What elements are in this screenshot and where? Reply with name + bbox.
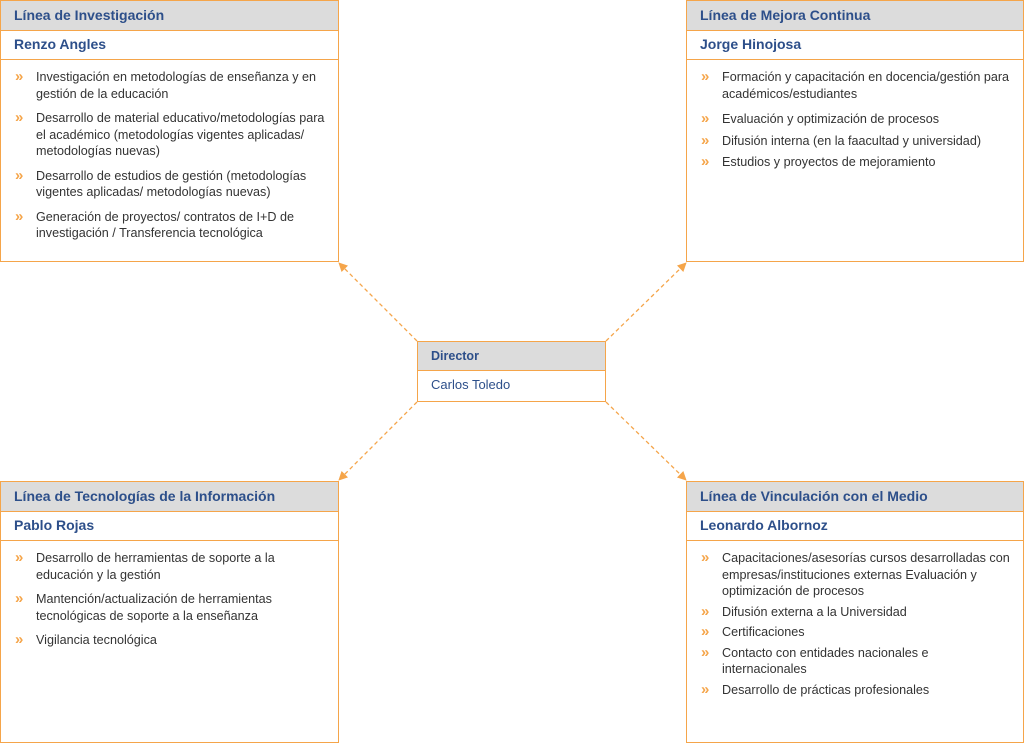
responsibility-list: » Formación y capacitación en docencia/ge… — [687, 60, 1023, 171]
list-item: » Formación y capacitación en docencia/ge… — [701, 68, 1011, 102]
chevron-right-icon: » — [701, 680, 710, 698]
line-lead: Pablo Rojas — [1, 512, 338, 541]
chevron-right-icon: » — [15, 68, 24, 85]
list-item: » Desarrollo de herramientas de soporte a… — [15, 549, 326, 583]
chevron-right-icon: » — [701, 68, 710, 85]
list-item-text: Evaluación y optimización de procesos — [722, 112, 940, 126]
list-item: » Vigilancia tecnológica — [15, 631, 326, 649]
line-box-tecnologias: Línea de Tecnologías de la Información P… — [0, 481, 339, 743]
list-item: » Capacitaciones/asesorías cursos desarro… — [701, 549, 1011, 600]
arrow-to-investigacion — [338, 262, 418, 342]
chevron-right-icon: » — [701, 549, 710, 566]
line-lead: Leonardo Albornoz — [687, 512, 1023, 541]
director-title: Director — [418, 342, 605, 371]
chevron-right-icon: » — [701, 623, 710, 640]
chevron-right-icon: » — [15, 590, 24, 607]
line-title: Línea de Vinculación con el Medio — [687, 482, 1023, 512]
list-item: » Investigación en metodologías de enseña… — [15, 68, 326, 102]
line-lead: Jorge Hinojosa — [687, 31, 1023, 60]
line-box-vinculacion: Línea de Vinculación con el Medio Leonar… — [686, 481, 1024, 743]
list-item-text: Formación y capacitación en docencia/ges… — [722, 70, 1010, 101]
list-item-text: Estudios y proyectos de mejoramiento — [722, 155, 936, 169]
list-item: » Mantención/actualización de herramienta… — [15, 590, 326, 624]
chevron-right-icon: » — [701, 643, 710, 661]
chevron-right-icon: » — [701, 110, 710, 127]
list-item: » Generación de proyectos/ contratos de I… — [15, 207, 326, 242]
list-item: » Difusión externa a la Universidad — [701, 602, 1011, 621]
arrow-to-vinculacion — [605, 401, 687, 481]
chevron-right-icon: » — [15, 109, 24, 126]
line-lead: Renzo Angles — [1, 31, 338, 60]
list-item-text: Investigación en metodologías de enseñan… — [36, 70, 317, 101]
list-item-text: Difusión interna (en la faacultad y univ… — [722, 133, 982, 148]
arrow-to-mejora-continua — [605, 262, 687, 342]
list-item: » Evaluación y optimización de procesos — [701, 110, 1011, 128]
list-item: » Desarrollo de estudios de gestión (meto… — [15, 166, 326, 201]
line-box-investigacion: Línea de Investigación Renzo Angles » Inv… — [0, 0, 339, 262]
list-item-text: Desarrollo de material educativo/metodol… — [36, 111, 325, 158]
list-item: » Desarrollo de prácticas profesionales — [701, 680, 1011, 699]
responsibility-list: » Capacitaciones/asesorías cursos desarro… — [687, 541, 1023, 698]
chevron-right-icon: » — [15, 631, 24, 648]
chevron-right-icon: » — [701, 153, 710, 170]
line-title: Línea de Investigación — [1, 1, 338, 31]
list-item: » Difusión interna (en la faacultad y uni… — [701, 131, 1011, 150]
list-item-text: Desarrollo de estudios de gestión (metod… — [36, 168, 307, 200]
line-box-mejora-continua: Línea de Mejora Continua Jorge Hinojosa … — [686, 0, 1024, 262]
list-item: » Contacto con entidades nacionales e int… — [701, 643, 1011, 678]
list-item-text: Desarrollo de herramientas de soporte a … — [36, 551, 275, 582]
list-item-text: Generación de proyectos/ contratos de I+… — [36, 209, 294, 241]
line-title: Línea de Tecnologías de la Información — [1, 482, 338, 512]
list-item: » Desarrollo de material educativo/metodo… — [15, 109, 326, 160]
list-item-text: Contacto con entidades nacionales e inte… — [722, 645, 929, 677]
responsibility-list: » Desarrollo de herramientas de soporte a… — [1, 541, 338, 649]
list-item-text: Vigilancia tecnológica — [36, 633, 157, 647]
director-name: Carlos Toledo — [431, 377, 511, 392]
responsibility-list: » Investigación en metodologías de enseña… — [1, 60, 338, 242]
list-item: » Estudios y proyectos de mejoramiento — [701, 153, 1011, 171]
list-item-text: Desarrollo de prácticas profesionales — [722, 682, 930, 697]
chevron-right-icon: » — [15, 549, 24, 566]
chevron-right-icon: » — [701, 131, 710, 149]
chevron-right-icon: » — [15, 207, 24, 225]
list-item: » Certificaciones — [701, 623, 1011, 641]
list-item-text: Difusión externa a la Universidad — [722, 604, 907, 619]
list-item-text: Capacitaciones/asesorías cursos desarrol… — [722, 551, 1010, 598]
chevron-right-icon: » — [15, 166, 24, 184]
chevron-right-icon: » — [701, 602, 710, 620]
list-item-text: Mantención/actualización de herramientas… — [36, 592, 272, 623]
arrow-to-tecnologias — [338, 401, 418, 481]
line-title: Línea de Mejora Continua — [687, 1, 1023, 31]
list-item-text: Certificaciones — [722, 625, 805, 639]
director-box: Director Carlos Toledo — [417, 341, 606, 402]
